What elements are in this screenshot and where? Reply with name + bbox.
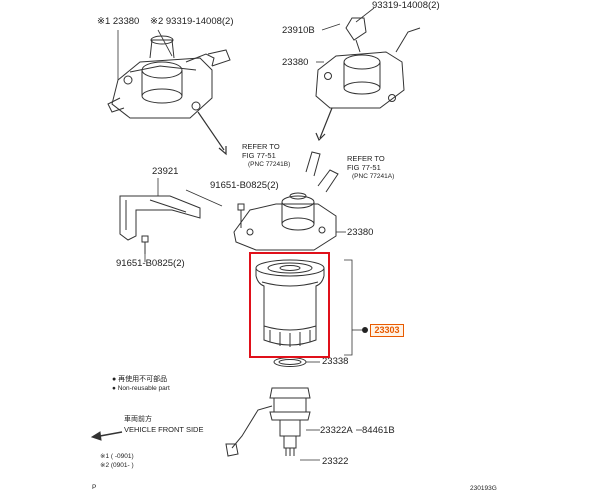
label-top-left-bolt: ※2 93319-14008(2): [150, 16, 234, 27]
figure-code: 230193G: [470, 485, 497, 492]
legend-note-1: ※1 ( -0901): [100, 453, 134, 460]
label-part-84461b: 84461B: [362, 425, 395, 436]
bolt-upper: [237, 203, 245, 228]
top-left-assembly: [107, 35, 231, 119]
legend-nonreusable-jp: ● 再使用不可部品: [112, 376, 168, 383]
label-refer-left-2: FIG 77-51: [242, 151, 276, 160]
label-oring-part: 23338: [322, 356, 349, 367]
bolt-lower-left: [141, 235, 149, 254]
o-ring: [273, 357, 307, 367]
label-top-left-part: ※1 23380: [97, 16, 140, 27]
highlight-box-fuel-filter: [249, 252, 330, 358]
top-right-assembly: [315, 17, 421, 109]
label-bolt-lower: 91651-B0825(2): [116, 258, 185, 269]
nonreusable-dot: [362, 327, 368, 333]
legend-note-2: ※2 (0901- ): [100, 462, 134, 469]
drain-sensor: [225, 387, 311, 457]
label-refer-left-1: REFER TO: [242, 142, 280, 151]
label-refer-right-1: REFER TO: [347, 154, 385, 163]
mid-assembly: [233, 192, 337, 251]
label-bracket-part: 23921: [152, 166, 179, 177]
legend-front-en: VEHICLE FRONT SIDE: [124, 425, 204, 434]
label-refer-right-2: FIG 77-51: [347, 163, 381, 172]
label-bolt-upper: 91651-B0825(2): [210, 180, 279, 191]
label-top-right-part: 23380: [282, 57, 309, 68]
bracket-23921: [119, 195, 201, 241]
part-callout-fuel-filter[interactable]: 23303: [370, 324, 404, 337]
legend-front-jp: 車両前方: [124, 416, 152, 423]
label-top-right-bolt: 93319-14008(2): [372, 0, 440, 11]
label-refer-right-pnc: (PNC 77241A): [352, 173, 395, 180]
fuel-filter: [255, 259, 325, 347]
label-mid-part: 23380: [347, 227, 374, 238]
label-part-23322: 23322: [322, 456, 349, 467]
label-top-right-part-b: 23910B: [282, 25, 315, 36]
page-marker: P: [92, 484, 97, 491]
legend-nonreusable-en: ● Non-reusable part: [112, 385, 170, 392]
label-part-23322a: 23322A: [320, 425, 353, 436]
label-refer-left-pnc: (PNC 77241B): [248, 161, 291, 168]
